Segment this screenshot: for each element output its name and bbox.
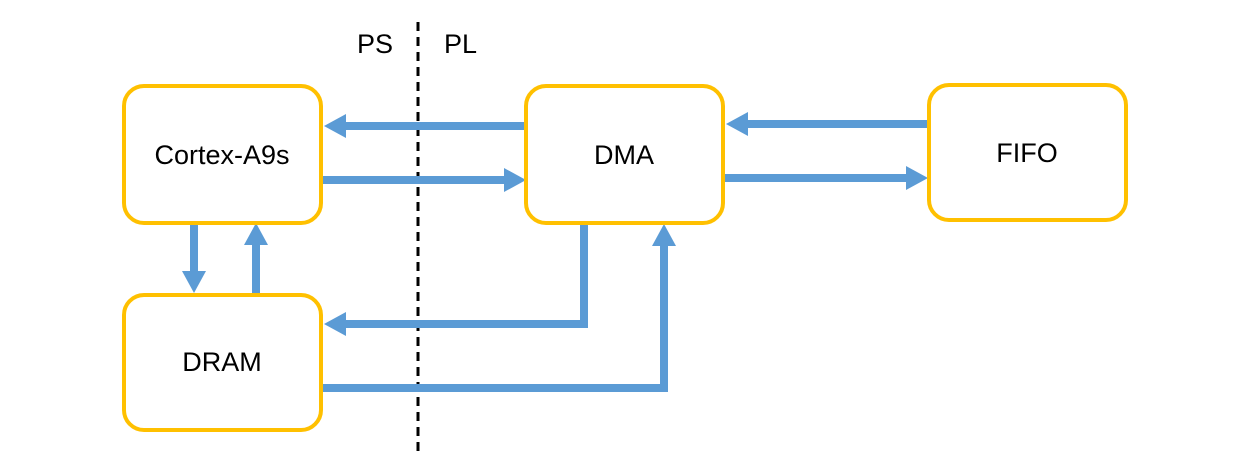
dram-block: DRAM: [122, 293, 323, 432]
arrow-dma-to-dram: [324, 223, 588, 336]
arrow-dram-to-dma: [320, 224, 676, 392]
fifo-block: FIFO: [927, 83, 1128, 222]
cortex-a9s-block: Cortex-A9s: [122, 84, 323, 225]
ps-region-label: PS: [357, 29, 393, 59]
arrow-dma-to-fifo: [724, 166, 928, 190]
pl-region-label: PL: [444, 29, 477, 59]
fifo-label: FIFO: [996, 138, 1058, 168]
arrow-cortex-to-dma: [320, 168, 526, 192]
dma-block: DMA: [524, 84, 725, 225]
arrow-fifo-to-dma: [726, 112, 929, 136]
dma-label: DMA: [594, 140, 654, 170]
arrow-dma-to-cortex: [324, 114, 526, 138]
arrow-dram-to-cortex: [244, 223, 268, 294]
dram-label: DRAM: [182, 347, 262, 377]
cortex-a9s-label: Cortex-A9s: [154, 140, 289, 170]
arrow-cortex-to-dram: [182, 222, 206, 293]
